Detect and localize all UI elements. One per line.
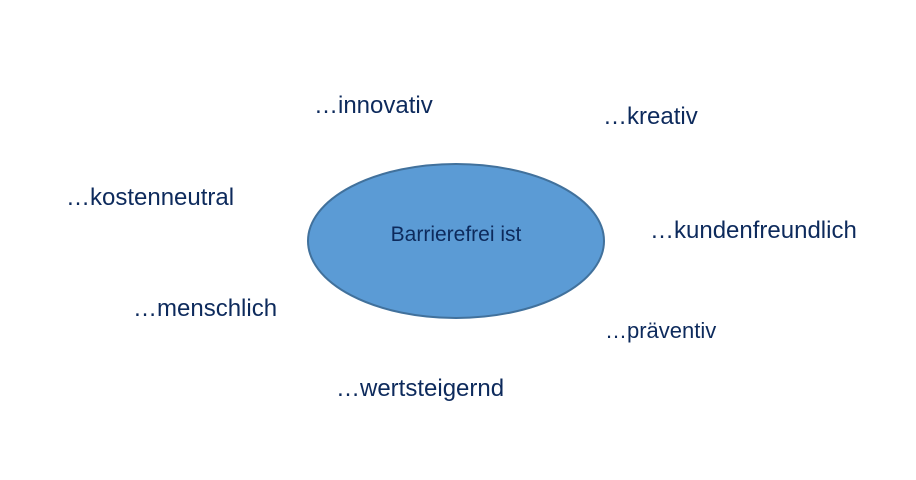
center-ellipse-shape <box>307 163 605 319</box>
center-ellipse <box>306 162 606 320</box>
word-innovativ: …innovativ <box>314 92 433 119</box>
word-kreativ: …kreativ <box>603 103 698 130</box>
center-label: Barrierefrei ist <box>390 223 522 246</box>
word-praeventiv: …präventiv <box>605 318 717 343</box>
word-menschlich: …menschlich <box>133 295 278 322</box>
word-kundenfreundlich: …kundenfreundlich <box>650 217 857 244</box>
word-kostenneutral: …kostenneutral <box>66 184 235 211</box>
word-wertsteigernd: …wertsteigernd <box>336 375 505 402</box>
